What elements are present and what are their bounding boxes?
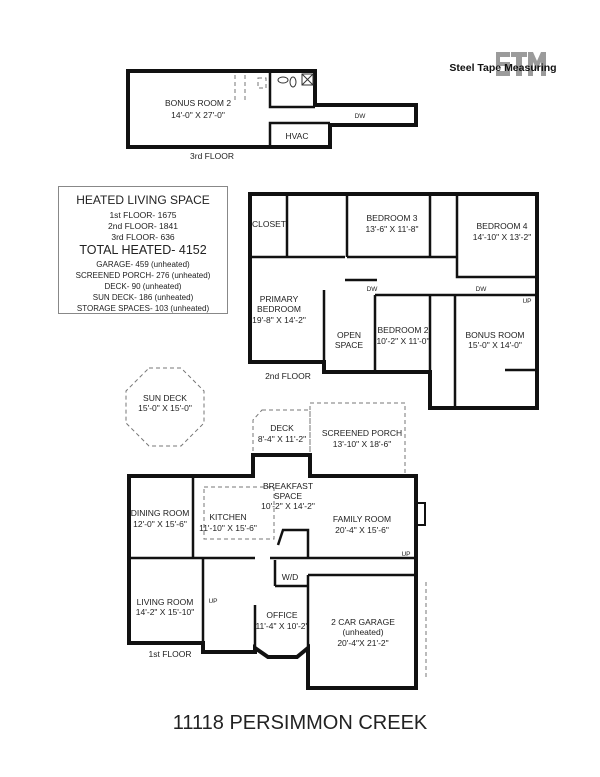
- office-size: 11'-4" X 10'-2": [255, 621, 308, 631]
- deck-label: DECK: [270, 423, 294, 433]
- living-room-label: LIVING ROOM: [137, 597, 194, 607]
- dw-label-2nd-a: DW: [367, 286, 379, 293]
- garage-note: (unheated): [342, 627, 383, 637]
- logo-text: Steel Tape Measuring: [449, 62, 556, 74]
- sun-deck-size: 15'-0" X 15'-0": [138, 403, 192, 413]
- bedroom-3-size: 13'-6" X 11'-8": [365, 224, 418, 234]
- screened-porch-label: SCREENED PORCH: [322, 428, 402, 438]
- bonus-room-2-label: BONUS ROOM 2: [165, 98, 231, 108]
- kitchen-size: 11'-10" X 15'-6": [199, 523, 257, 533]
- screened-porch-size: 13'-10" X 18'-6": [333, 439, 391, 449]
- breakfast-label: BREAKFAST: [263, 481, 313, 491]
- bonus-room-label: BONUS ROOM: [465, 330, 524, 340]
- legend-box: [58, 186, 228, 314]
- dw-label-2nd-b: DW: [476, 286, 488, 293]
- dw-label: DW: [355, 113, 367, 120]
- deck-size: 8'-4" X 11'-2": [258, 434, 306, 444]
- breakfast-label-2: SPACE: [274, 491, 303, 501]
- dining-room-label: DINING ROOM: [131, 508, 190, 518]
- third-floor-plan: BONUS ROOM 2 14'-0" X 27'-0" HVAC DW 3rd…: [126, 69, 418, 161]
- first-floor-plan: DECK 8'-4" X 11'-2" SCREENED PORCH 13'-1…: [127, 402, 427, 690]
- family-room-size: 20'-4" X 15'-6": [335, 525, 389, 535]
- garage-size: 20'-4"X 21'-2": [337, 638, 388, 648]
- sun-deck-label: SUN DECK: [143, 393, 187, 403]
- up-label-2nd: UP: [522, 298, 531, 305]
- open-space-label: OPEN: [337, 330, 361, 340]
- second-floor-plan: CLOSET BEDROOM 3 13'-6" X 11'-8" BEDROOM…: [248, 192, 539, 410]
- first-floor-label: 1st FLOOR: [149, 649, 192, 659]
- office-label: OFFICE: [266, 610, 297, 620]
- hvac-label: HVAC: [286, 131, 309, 141]
- bedroom-3-label: BEDROOM 3: [366, 213, 417, 223]
- logo-monogram: [496, 52, 546, 76]
- bonus-room-size: 15'-0" X 14'-0": [468, 340, 522, 350]
- primary-bedroom-size: 19'-8" X 14'-2": [252, 315, 306, 325]
- bonus-room-2-size: 14'-0" X 27'-0": [171, 110, 225, 120]
- family-room-label: FAMILY ROOM: [333, 514, 391, 524]
- living-room-size: 14'-2" X 15'-10": [136, 607, 194, 617]
- bedroom-4-size: 14'-10" X 13'-2": [473, 232, 531, 242]
- second-floor-label: 2nd FLOOR: [265, 371, 311, 381]
- up-label-garage: UP: [401, 551, 410, 558]
- third-floor-label: 3rd FLOOR: [190, 151, 234, 161]
- property-title: 11118 PERSIMMON CREEK: [173, 712, 428, 734]
- logo: Steel Tape Measuring: [449, 52, 557, 76]
- kitchen-label: KITCHEN: [209, 512, 246, 522]
- primary-bedroom-label-2: BEDROOM: [257, 304, 301, 314]
- breakfast-size: 10'-2" X 14'-2": [261, 501, 315, 511]
- garage-label: 2 CAR GARAGE: [331, 617, 395, 627]
- bedroom-2-size: 10'-2" X 11'-0": [376, 336, 429, 346]
- sun-deck: SUN DECK 15'-0" X 15'-0": [125, 367, 205, 447]
- bedroom-4-label: BEDROOM 4: [476, 221, 527, 231]
- closet-label: CLOSET: [252, 219, 286, 229]
- bedroom-2-label: BEDROOM 2: [377, 325, 428, 335]
- open-space-label-2: SPACE: [335, 340, 364, 350]
- primary-bedroom-label: PRIMARY: [260, 294, 299, 304]
- up-label-stairs: UP: [208, 598, 217, 605]
- dining-room-size: 12'-0" X 15'-6": [133, 519, 187, 529]
- wd-label: W/D: [282, 572, 299, 582]
